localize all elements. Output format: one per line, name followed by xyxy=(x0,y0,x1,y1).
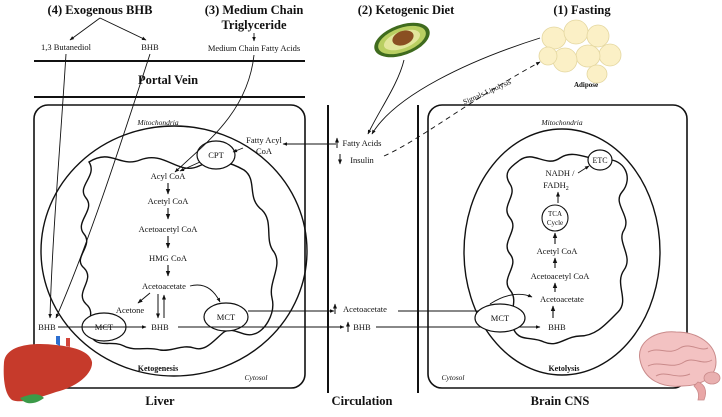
exo-bhb-label: BHB xyxy=(141,42,159,52)
diet-to-fatty-acids-arrow xyxy=(367,59,405,135)
etc-label: ETC xyxy=(592,156,607,165)
ketolysis-label: Ketolysis xyxy=(548,364,579,373)
brain-cns-label: Brain CNS xyxy=(531,394,590,408)
acetoacetyl-coa-label: Acetoacetyl CoA xyxy=(139,224,199,234)
adipose-icon xyxy=(538,19,622,84)
ketogenic-diet-title: (2) Ketogenic Diet xyxy=(358,3,455,17)
mct-title-line1: (3) Medium Chain xyxy=(205,3,304,17)
acetoacetate-to-mct-arrow xyxy=(189,284,221,303)
liver-cytosol-label: Cytosol xyxy=(245,373,268,382)
brain-acetyl-coa-label: Acetyl CoA xyxy=(537,246,579,256)
fadh-label: FADH2 xyxy=(543,180,569,192)
cpt-label: CPT xyxy=(208,150,224,160)
circ-bhb-label: BHB xyxy=(353,322,371,332)
brain-mct xyxy=(474,303,526,333)
butanediol-to-liver-arrow xyxy=(48,53,67,319)
brain-acetoacetyl-coa-label: Acetoacetyl CoA xyxy=(531,271,591,281)
mcfa-to-acyl-arrow xyxy=(174,54,255,173)
circulation-label: Circulation xyxy=(332,394,393,408)
liver-mitochondria-label: Mitochondria xyxy=(136,118,178,127)
cpt-transporter xyxy=(196,140,236,170)
etc-complex xyxy=(587,149,613,171)
liver-mct-right-label: MCT xyxy=(217,312,236,322)
tca-cycle xyxy=(541,204,569,232)
cpt-to-acyl-arrow xyxy=(179,161,201,172)
tca-label-line1: TCA xyxy=(548,210,562,218)
exo-bhb-to-liver-arrow xyxy=(55,53,151,319)
brain-cell xyxy=(427,104,688,389)
fasting-to-fatty-acids-arrow xyxy=(371,37,541,135)
acyl-coa-label: Acyl CoA xyxy=(151,171,187,181)
brain-mitochondria-label: Mitochondria xyxy=(540,118,582,127)
exogenous-bhb-title: (4) Exogenous BHB xyxy=(48,3,153,17)
mct-to-acetoacetate-arrow xyxy=(489,293,533,305)
liver-mct-right xyxy=(203,302,249,332)
mct-title-line2: Triglyceride xyxy=(221,18,286,32)
fatty-acyl-coa-line1: Fatty Acyl xyxy=(246,135,282,145)
brain-organ-icon xyxy=(639,331,721,401)
liver-outside-bhb-label: BHB xyxy=(38,322,56,332)
fatty-acyl-to-cpt-arrow xyxy=(232,147,244,153)
signals-lipolysis-label: Signals Lipolysis xyxy=(461,77,512,106)
mcfa-label: Medium Chain Fatty Acids xyxy=(208,43,300,53)
liver-acetoacetate-label: Acetoacetate xyxy=(142,281,186,291)
circ-insulin-label: Insulin xyxy=(350,155,374,165)
ketogenesis-label: Ketogenesis xyxy=(138,364,178,373)
liver-organ-icon xyxy=(3,336,93,404)
acetone-label: Acetone xyxy=(116,305,145,315)
fasting-title: (1) Fasting xyxy=(553,3,611,17)
brain-acetoacetate-label: Acetoacetate xyxy=(540,294,584,304)
hmg-coa-label: HMG CoA xyxy=(149,253,188,263)
brain-cytosol-label: Cytosol xyxy=(442,373,465,382)
fatty-acyl-coa-line2: CoA xyxy=(256,146,273,156)
brain-mitochondrion-outer xyxy=(463,128,661,376)
nadh-to-etc-arrow xyxy=(577,165,590,174)
signals-lipolysis-arrow xyxy=(383,61,541,157)
butanediol-label: 1,3 Butanediol xyxy=(41,42,92,52)
liver-label: Liver xyxy=(145,394,175,408)
nadh-label: NADH / xyxy=(545,168,575,178)
circ-acetoacetate-label: Acetoacetate xyxy=(343,304,387,314)
circ-fatty-acids-label: Fatty Acids xyxy=(343,138,382,148)
adipose-label: Adipose xyxy=(574,81,598,89)
exo-arrow-left xyxy=(69,17,101,41)
avocado-icon xyxy=(374,22,430,58)
exo-arrow-right xyxy=(99,17,147,41)
liver-inner-membrane xyxy=(79,156,278,352)
tca-label-line2: Cycle xyxy=(547,219,563,227)
brain-mct-label: MCT xyxy=(491,313,510,323)
liver-mitochondrion-outer xyxy=(40,125,308,377)
acetoacetate-to-acetone-arrow xyxy=(137,292,151,304)
liver-bhb-label: BHB xyxy=(151,322,169,332)
brain-inner-membrane xyxy=(506,153,628,345)
acetyl-coa-label: Acetyl CoA xyxy=(148,196,190,206)
liver-cell xyxy=(33,104,306,389)
brain-bhb-label: BHB xyxy=(548,322,566,332)
portal-vein-label: Portal Vein xyxy=(138,73,198,87)
